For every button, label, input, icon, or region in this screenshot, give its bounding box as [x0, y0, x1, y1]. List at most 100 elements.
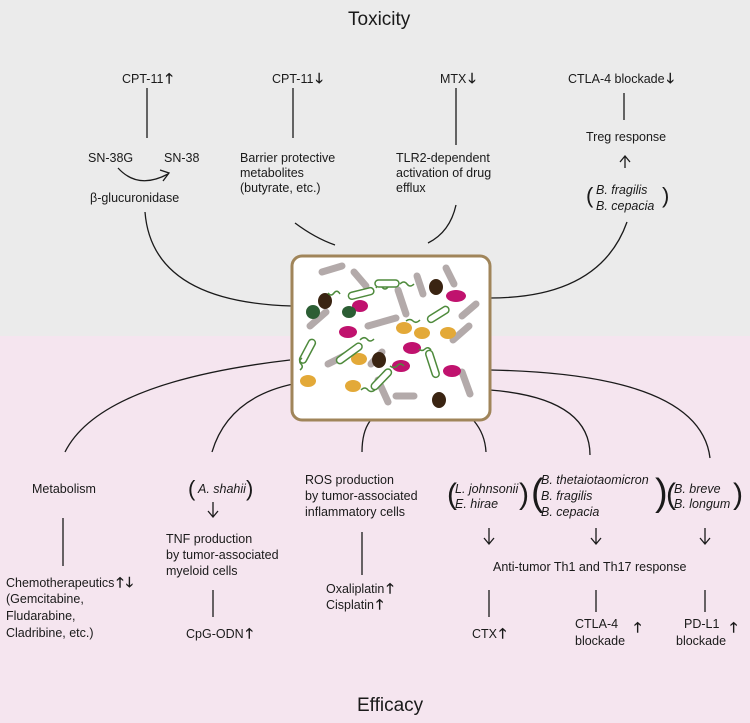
close-paren: ) — [662, 183, 670, 208]
up-arrow-icon — [619, 154, 631, 168]
open-paren: ( — [666, 478, 676, 511]
chemo-line3: Fludarabine, — [6, 609, 76, 623]
up-arrow-icon: 🡑 — [634, 619, 642, 635]
pdl1-label: PD-L1 — [684, 617, 720, 631]
up-arrow-icon: 🡑 — [499, 625, 507, 641]
ctla4-blockade-label: CTLA-4 blockade🡓 — [568, 71, 674, 87]
brown-cocci — [318, 279, 446, 408]
ros-line2: by tumor-associated — [305, 489, 418, 503]
close-paren: ) — [246, 476, 254, 501]
up-arrow-icon: 🡑 — [375, 596, 384, 612]
down-arrow-icon — [207, 502, 219, 519]
barrier-line3: (butyrate, etc.) — [240, 181, 321, 195]
ctx-label: CTX🡑 — [472, 626, 506, 642]
conversion-arrowhead — [159, 169, 171, 182]
down-arrow-icon — [483, 528, 495, 546]
ros-line1: ROS production — [305, 473, 394, 487]
ctla4-blockade-label: blockade — [575, 634, 626, 648]
cpg-odn-label: CpG-ODN🡑 — [186, 626, 253, 642]
drug-name: CpG-ODN — [186, 627, 244, 641]
oxaliplatin-label: Oxaliplatin🡑 — [326, 581, 394, 597]
mtx-label: MTX🡓 — [440, 71, 476, 87]
cpt11-label: CPT-11🡓 — [272, 71, 323, 87]
connector — [473, 420, 487, 453]
tlr2-line3: efflux — [396, 181, 426, 195]
open-paren: ( — [188, 476, 196, 501]
tnf-line3: myeloid cells — [166, 564, 238, 578]
bacteria-b-cepacia: B. cepacia — [541, 505, 600, 519]
cpt11-label: CPT-11🡑 — [122, 71, 173, 87]
barrier-line1: Barrier protective — [240, 151, 336, 165]
bacteria-b-longum: B. longum — [674, 497, 731, 511]
down-arrow-icon: 🡓 — [125, 574, 133, 590]
down-arrow-icon: 🡓 — [468, 70, 476, 86]
open-paren: ( — [586, 183, 594, 208]
drug-name: MTX — [440, 72, 467, 86]
connector — [489, 389, 591, 456]
drug-name: Oxaliplatin — [326, 582, 385, 596]
bacteria-b-thetaiotaomicron: B. thetaiotaomicron — [541, 473, 649, 487]
drug-name: Cisplatin — [326, 598, 374, 612]
bacteria-b-fragilis: B. fragilis — [541, 489, 593, 503]
up-arrow-icon: 🡑 — [165, 70, 173, 86]
pdl1-blockade-label: blockade — [676, 634, 727, 648]
bacteria-b-breve: B. breve — [674, 482, 721, 496]
open-paren: ( — [531, 472, 544, 514]
sn38g-label: SN-38G — [88, 151, 134, 165]
drug-name: CTLA-4 blockade — [568, 72, 665, 86]
down-arrow-icon — [590, 528, 602, 546]
down-arrow-icon: 🡓 — [315, 70, 323, 86]
connector — [361, 420, 371, 453]
up-arrow-icon: 🡑 — [730, 619, 738, 635]
chemo-line4: Cladribine, etc.) — [6, 626, 94, 640]
metabolism-label: Metabolism — [32, 482, 96, 496]
tlr2-line2: activation of drug — [396, 166, 492, 180]
cisplatin-label: Cisplatin🡑 — [326, 597, 383, 613]
connector — [144, 211, 293, 307]
drug-name: CTX — [472, 627, 497, 641]
gut-microbiota-box — [290, 254, 492, 422]
tlr2-line1: TLR2-dependent — [396, 151, 490, 165]
drug-name: Chemotherapeutics — [6, 576, 115, 590]
up-arrow-icon: 🡑 — [386, 580, 394, 596]
conversion-arrow — [117, 167, 169, 182]
bacteria-b-cepacia: B. cepacia — [596, 199, 655, 213]
connector — [427, 204, 457, 244]
open-paren: ( — [447, 478, 457, 511]
green-cocci — [306, 305, 356, 319]
treg-response-label: Treg response — [586, 130, 667, 144]
bacteria-b-fragilis: B. fragilis — [596, 183, 648, 197]
connector — [489, 369, 711, 459]
tnf-line1: TNF production — [166, 532, 253, 546]
toxicity-title: Toxicity — [348, 9, 411, 30]
ctla4-label: CTLA-4 — [575, 617, 619, 631]
th1-th17-response-label: Anti-tumor Th1 and Th17 response — [493, 560, 687, 574]
flagellated-bacteria — [298, 279, 450, 393]
bacteria-a-shahii: A. shahii — [198, 482, 246, 496]
connector — [211, 383, 294, 453]
connector — [64, 359, 291, 453]
up-arrow-icon: 🡑 — [245, 625, 253, 641]
down-arrow-icon — [699, 528, 711, 546]
down-arrow-icon: 🡓 — [666, 70, 674, 86]
yellow-cocci — [300, 322, 456, 392]
drug-name: CPT-11 — [272, 72, 314, 86]
connector — [489, 221, 628, 299]
close-paren: ) — [655, 472, 668, 514]
up-arrow-icon: 🡑 — [116, 574, 124, 590]
sn38-label: SN-38 — [164, 151, 200, 165]
ros-line3: inflammatory cells — [305, 505, 406, 519]
bacteria-l-johnsonii: L. johnsonii — [455, 482, 519, 496]
barrier-line2: metabolites — [240, 166, 304, 180]
connector — [294, 222, 336, 246]
tnf-line2: by tumor-associated — [166, 548, 279, 562]
close-paren: ) — [733, 478, 743, 511]
chemotherapeutics-label: Chemotherapeutics🡑🡓 — [6, 575, 133, 591]
chemo-line2: (Gemcitabine, — [6, 592, 84, 606]
bacteria-e-hirae: E. hirae — [455, 497, 499, 511]
magenta-cocci — [339, 290, 466, 377]
efficacy-title: Efficacy — [357, 695, 424, 716]
close-paren: ) — [519, 478, 529, 511]
drug-name: CPT-11 — [122, 72, 164, 86]
